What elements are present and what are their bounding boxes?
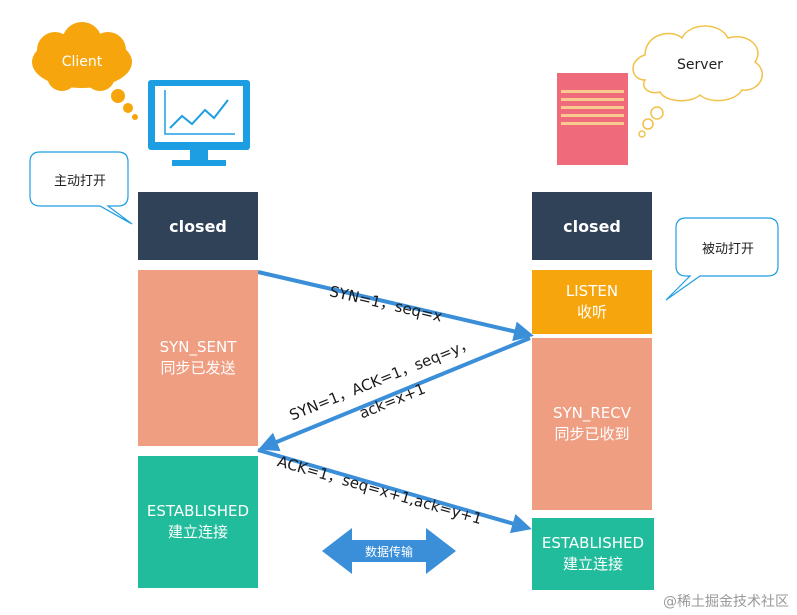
server-bubble-text: 被动打开 [701, 242, 754, 257]
server-listen-cn: 收听 [576, 303, 607, 321]
server-syn-recv-cn: 同步已收到 [554, 425, 630, 443]
syn-arrow [257, 270, 534, 342]
server-icon [557, 73, 628, 165]
server-established-label: ESTABLISHED [541, 534, 645, 552]
client-cloud-label: Client [61, 54, 103, 70]
server-thought-cloud [632, 25, 763, 138]
monitor-icon [148, 80, 250, 166]
client-bubble-text: 主动打开 [53, 174, 106, 189]
client-state-closed: closed [138, 192, 258, 260]
client-state-established: ESTABLISHED 建立连接 [138, 456, 258, 588]
client-established-cn: 建立连接 [167, 523, 228, 541]
server-listen-label: LISTEN [565, 282, 619, 300]
client-thought-cloud [32, 22, 138, 120]
ack-arrow [257, 448, 532, 534]
syn-ack-arrow [258, 336, 531, 452]
client-state-syn-sent: SYN_SENT 同步已发送 [138, 270, 258, 446]
watermark: @稀土掘金技术社区 [663, 594, 789, 610]
server-state-established: ESTABLISHED 建立连接 [532, 518, 654, 590]
server-speech-bubble [665, 217, 779, 301]
data-transfer-label: 数据传输 [364, 545, 413, 559]
server-state-closed: closed [532, 192, 652, 260]
client-syn-sent-cn: 同步已发送 [160, 359, 236, 377]
client-established-label: ESTABLISHED [146, 502, 250, 520]
client-speech-bubble [29, 151, 133, 225]
data-transfer-arrow [322, 528, 456, 574]
server-state-listen: LISTEN 收听 [532, 270, 652, 334]
server-syn-recv-label: SYN_RECV [552, 404, 632, 422]
client-syn-sent-label: SYN_SENT [159, 338, 237, 356]
server-closed-label: closed [563, 216, 621, 236]
client-closed-label: closed [169, 216, 227, 236]
server-cloud-label: Server [677, 57, 723, 73]
server-established-cn: 建立连接 [562, 555, 623, 573]
server-state-syn-recv: SYN_RECV 同步已收到 [532, 338, 652, 510]
